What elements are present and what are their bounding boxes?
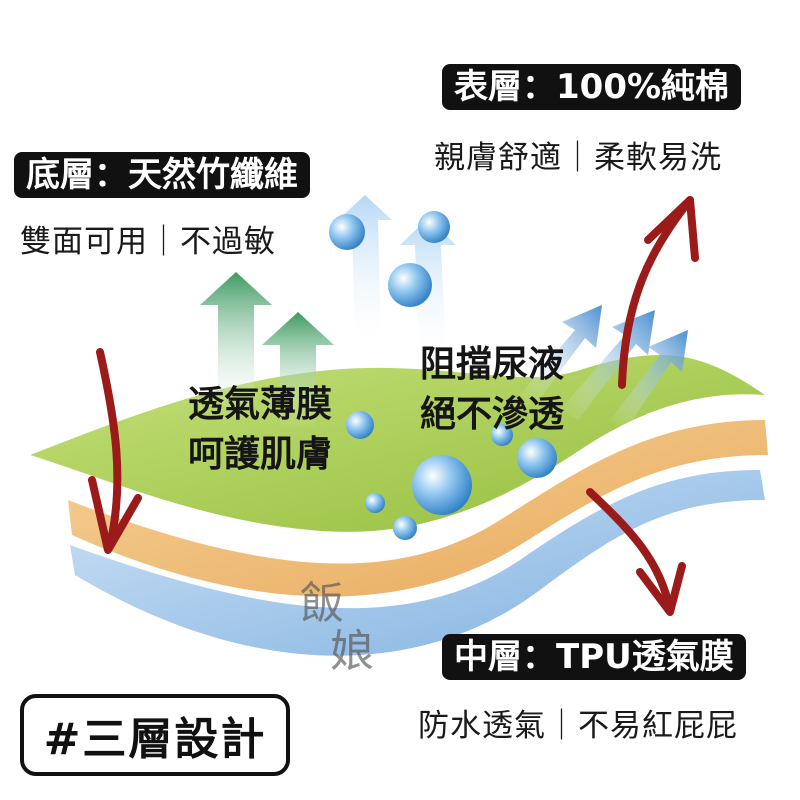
- bottom-layer-blue: [70, 470, 765, 656]
- blue-arrow-diag-1: [520, 305, 602, 405]
- middle-layer-orange: [68, 420, 768, 597]
- top-layer-label: 表層：100%純棉: [442, 64, 742, 110]
- blue-arrow-diag-3: [610, 330, 688, 430]
- water-droplet-icon: [329, 214, 365, 250]
- middle-layer-label: 中層：TPU透氣膜: [442, 634, 746, 680]
- water-droplet-icon: [393, 516, 417, 540]
- red-arrow-down-left: [96, 348, 122, 549]
- water-droplet-icon: [365, 493, 385, 513]
- block-urine-line-1: 阻擋尿液: [420, 344, 565, 385]
- breathable-film-text: 透氣薄膜 呵護肌膚: [188, 380, 332, 480]
- green-arrow-left: [200, 272, 272, 420]
- block-urine-line-2: 絕不滲透: [420, 394, 565, 435]
- water-droplet-icon: [517, 438, 557, 478]
- middle-layer-description: 防水透氣｜不易紅屁屁: [418, 708, 738, 744]
- red-arrow-down-right-head: [636, 562, 686, 616]
- watermark-logo: 飯 娘: [300, 580, 374, 676]
- watermark-char-2: 娘: [330, 626, 374, 677]
- red-arrow-down-right: [586, 488, 674, 614]
- water-droplets: [329, 211, 557, 540]
- breathable-line-1: 透氣薄膜: [188, 384, 333, 425]
- water-droplet-icon: [346, 411, 374, 439]
- light-blue-arrow-1: [338, 195, 392, 350]
- block-urine-text: 阻擋尿液 絕不滲透: [420, 340, 564, 440]
- breathable-line-2: 呵護肌膚: [188, 434, 333, 475]
- bottom-layer-label: 底層：天然竹纖維: [14, 152, 310, 198]
- water-droplet-icon: [418, 211, 450, 243]
- red-arrows: [88, 196, 699, 616]
- three-layer-design-tag: #三層設計: [20, 694, 290, 776]
- water-droplet-icon: [412, 455, 472, 515]
- watermark-char-1: 飯: [300, 578, 344, 629]
- green-arrow-right: [262, 312, 334, 430]
- water-droplet-icon: [388, 263, 432, 307]
- red-arrow-up-right-head: [644, 196, 699, 262]
- blue-arrow-diag-2: [560, 310, 655, 420]
- top-layer-description: 親膚舒適｜柔軟易洗: [434, 140, 722, 176]
- red-arrow-down-left-head: [88, 476, 142, 554]
- bottom-layer-description: 雙面可用｜不過敏: [20, 224, 276, 260]
- water-droplet-icon: [491, 424, 513, 446]
